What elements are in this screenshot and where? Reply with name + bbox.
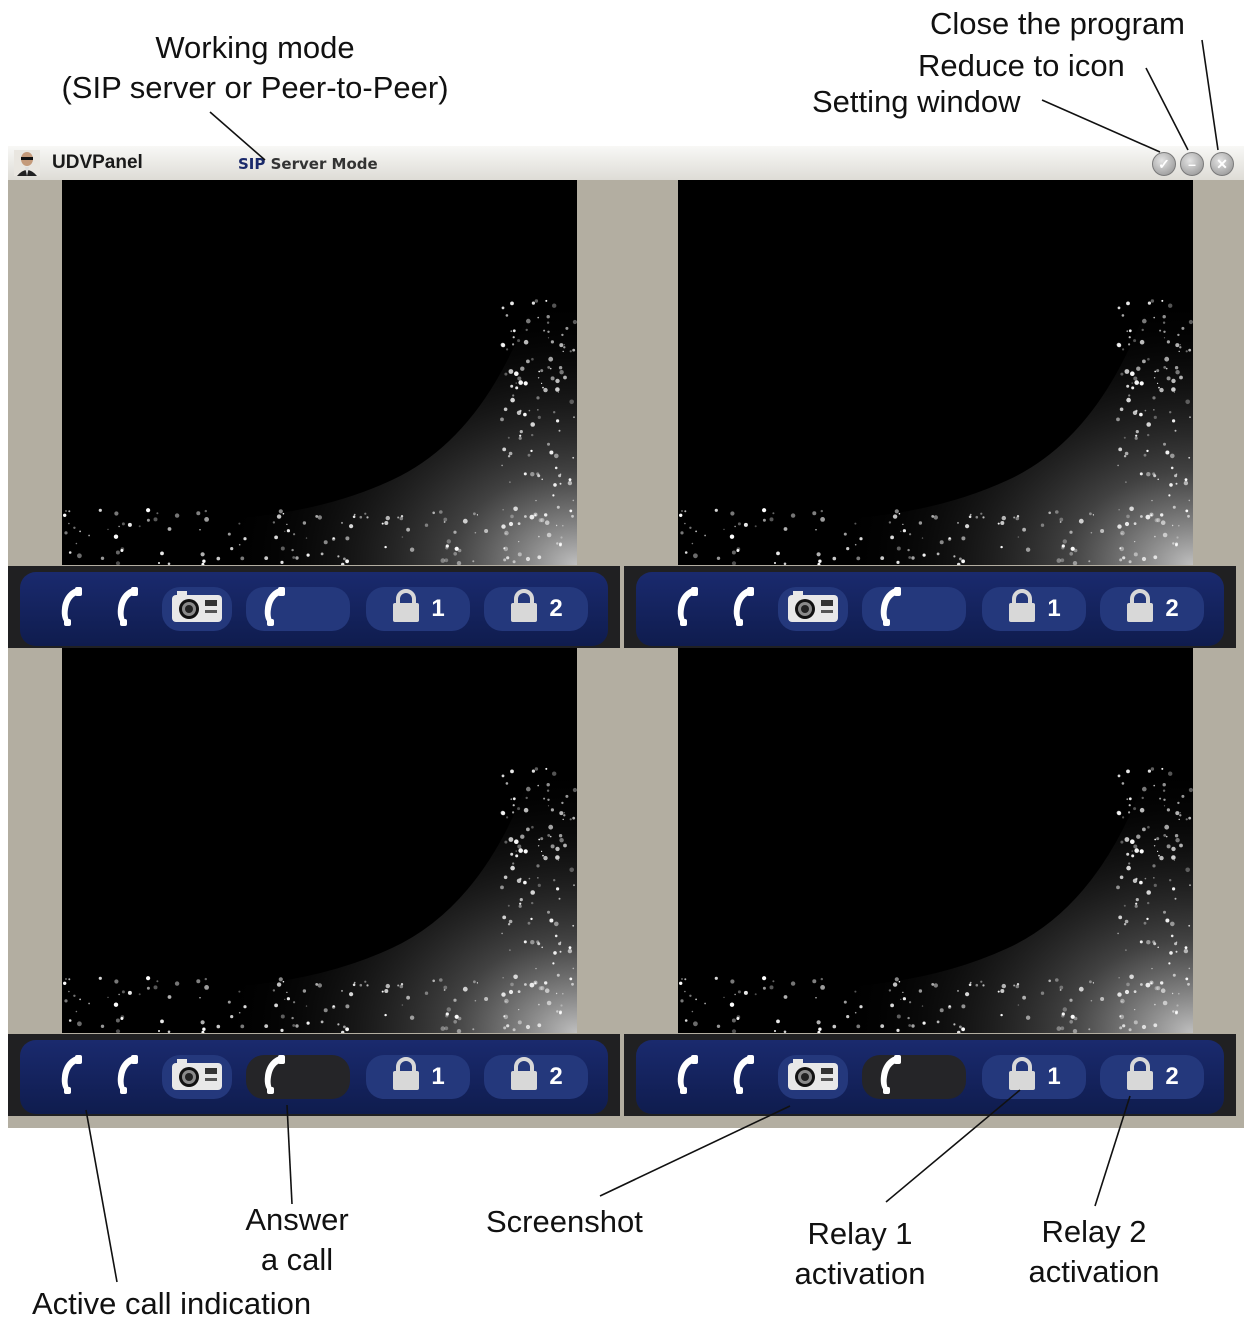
callout-setting-window: Setting window — [812, 84, 1021, 119]
phone-handset-icon — [258, 586, 288, 633]
callout-relay2: Relay 2 activation — [1004, 1212, 1184, 1292]
leader-reduce-icon — [1145, 67, 1189, 151]
phone-handset-icon — [111, 586, 141, 633]
relay-2-button[interactable]: 2 — [1100, 1055, 1204, 1099]
answer-call-button[interactable] — [246, 1054, 350, 1101]
camera-icon — [171, 589, 223, 630]
padlock-icon — [391, 588, 421, 630]
relay-2-button[interactable]: 2 — [1100, 587, 1204, 631]
minimize-button[interactable]: – — [1180, 152, 1204, 176]
active-call-indicator-2 — [106, 1054, 146, 1101]
camera-icon — [787, 589, 839, 630]
padlock-icon — [391, 1056, 421, 1098]
callout-answer-call-line1: Answer — [245, 1202, 349, 1237]
relay-1-button[interactable]: 1 — [982, 1055, 1086, 1099]
callout-relay1-line2: activation — [794, 1256, 926, 1291]
title-bar[interactable]: UDVPanel SIP Server Mode ✓ – ✕ — [8, 146, 1244, 180]
camera-icon — [787, 1057, 839, 1098]
screenshot-button[interactable] — [162, 587, 232, 631]
camera-panel-2: 1 2 — [624, 180, 1236, 648]
app-title: UDVPanel — [52, 152, 143, 173]
working-mode-label: SIP Server Mode — [238, 155, 378, 173]
working-mode-suffix: Server Mode — [265, 155, 378, 173]
phone-handset-icon — [55, 1054, 85, 1101]
active-call-indicator-1 — [50, 586, 90, 633]
callout-answer-call-line2: a call — [260, 1242, 334, 1277]
active-call-indicator-2 — [722, 586, 762, 633]
relay-2-button[interactable]: 2 — [484, 587, 588, 631]
relay-1-button[interactable]: 1 — [982, 587, 1086, 631]
panel-toolbar: 1 2 — [8, 1034, 620, 1116]
relay-1-label: 1 — [431, 595, 445, 622]
callout-screenshot: Screenshot — [486, 1204, 643, 1239]
active-call-indicator-2 — [722, 1054, 762, 1101]
user-avatar-icon — [14, 150, 40, 176]
settings-button[interactable]: ✓ — [1152, 152, 1176, 176]
callout-working-mode-line2: (SIP server or Peer-to-Peer) — [61, 70, 449, 105]
padlock-icon — [509, 588, 539, 630]
phone-handset-icon — [671, 586, 701, 633]
video-feed[interactable] — [62, 648, 577, 1033]
callout-relay2-line1: Relay 2 — [1041, 1214, 1147, 1249]
relay-1-button[interactable]: 1 — [366, 1055, 470, 1099]
phone-handset-icon — [258, 1054, 288, 1101]
panel-toolbar: 1 2 — [8, 566, 620, 648]
leader-setting-window — [1041, 99, 1161, 153]
video-feed[interactable] — [62, 180, 577, 565]
relay-2-button[interactable]: 2 — [484, 1055, 588, 1099]
callout-relay1-line1: Relay 1 — [807, 1216, 913, 1251]
callout-relay2-line2: activation — [1028, 1254, 1160, 1289]
panel-toolbar: 1 2 — [624, 1034, 1236, 1116]
relay-1-label: 1 — [431, 1063, 445, 1090]
video-feed[interactable] — [678, 648, 1193, 1033]
relay-2-label: 2 — [1165, 595, 1179, 622]
screenshot-button[interactable] — [778, 1055, 848, 1099]
screenshot-button[interactable] — [778, 587, 848, 631]
padlock-icon — [1125, 1056, 1155, 1098]
leader-active-call — [85, 1109, 118, 1283]
answer-call-button[interactable] — [246, 586, 350, 633]
camera-panel-4: 1 2 — [624, 648, 1236, 1116]
camera-icon — [171, 1057, 223, 1098]
video-feed[interactable] — [678, 180, 1193, 565]
close-button[interactable]: ✕ — [1210, 152, 1234, 176]
padlock-icon — [1007, 588, 1037, 630]
relay-2-label: 2 — [549, 595, 563, 622]
camera-panel-3: 1 2 — [8, 648, 620, 1116]
padlock-icon — [1007, 1056, 1037, 1098]
phone-handset-icon — [55, 586, 85, 633]
phone-handset-icon — [874, 586, 904, 633]
relay-2-label: 2 — [549, 1063, 563, 1090]
padlock-icon — [509, 1056, 539, 1098]
answer-call-button[interactable] — [862, 1054, 966, 1101]
callout-working-mode: Working mode (SIP server or Peer-to-Peer… — [20, 28, 490, 108]
screenshot-button[interactable] — [162, 1055, 232, 1099]
panel-toolbar: 1 2 — [624, 566, 1236, 648]
callout-answer-call: Answer a call — [232, 1200, 362, 1280]
phone-handset-icon — [874, 1054, 904, 1101]
camera-panel-1: 1 2 — [8, 180, 620, 648]
phone-handset-icon — [111, 1054, 141, 1101]
relay-1-label: 1 — [1047, 595, 1061, 622]
relay-1-label: 1 — [1047, 1063, 1061, 1090]
callout-working-mode-line1: Working mode — [155, 30, 355, 65]
callout-relay1: Relay 1 activation — [770, 1214, 950, 1294]
callout-close-program: Close the program — [930, 6, 1186, 41]
active-call-indicator-1 — [666, 586, 706, 633]
answer-call-button[interactable] — [862, 586, 966, 633]
active-call-indicator-1 — [50, 1054, 90, 1101]
phone-handset-icon — [727, 1054, 757, 1101]
active-call-indicator-2 — [106, 586, 146, 633]
working-mode-prefix: SIP — [238, 155, 266, 173]
callout-reduce-icon: Reduce to icon — [918, 48, 1125, 83]
padlock-icon — [1125, 588, 1155, 630]
leader-close-program — [1201, 39, 1219, 151]
relay-1-button[interactable]: 1 — [366, 587, 470, 631]
relay-2-label: 2 — [1165, 1063, 1179, 1090]
udvpanel-window: UDVPanel SIP Server Mode ✓ – ✕ 1 — [8, 146, 1244, 1128]
phone-handset-icon — [727, 586, 757, 633]
phone-handset-icon — [671, 1054, 701, 1101]
active-call-indicator-1 — [666, 1054, 706, 1101]
callout-active-call: Active call indication — [32, 1286, 312, 1321]
